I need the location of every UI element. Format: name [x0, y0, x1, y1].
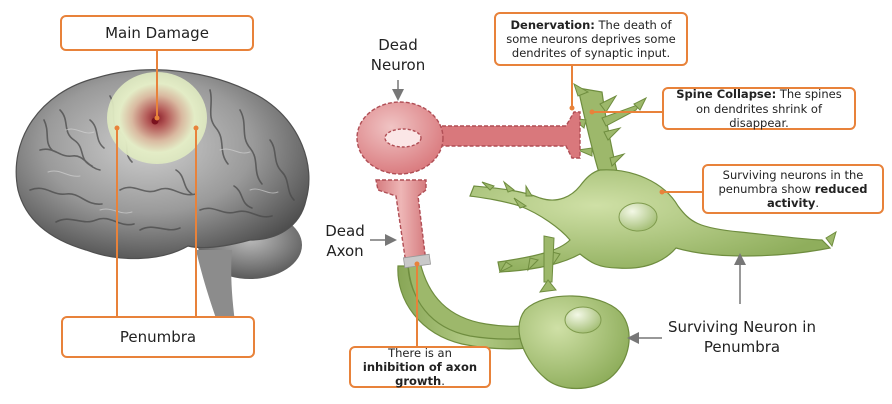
brain-illustration [15, 69, 310, 330]
brain-callout-lines [116, 51, 197, 316]
main-damage-text: Main Damage [105, 24, 209, 42]
denervation-text: The death of some neurons deprives some … [506, 17, 676, 60]
surviving-neuron-text-2: Penumbra [703, 337, 781, 356]
spine-collapse-text: The spines on dendrites shrink of disapp… [696, 87, 842, 130]
surviving-neuron-text-1: Surviving Neuron in [667, 318, 816, 336]
reduced-activity-text-1: Surviving neurons in the penumbra show [718, 167, 864, 196]
penumbra-text: Penumbra [119, 328, 197, 346]
spine-collapse-title: Spine Collapse: [676, 87, 777, 102]
axon-inhibition-text-2: . [441, 374, 445, 389]
penumbra-label: Penumbra [61, 316, 255, 358]
axon-inhibition-text-1: There is an [388, 345, 452, 360]
dead-axon-text-1: Dead [325, 222, 365, 240]
neuron-callout-lines [416, 66, 702, 346]
reduced-activity-callout: Surviving neurons in the penumbra show r… [702, 164, 884, 214]
dead-neuron-label: Dead Neuron [360, 36, 436, 75]
dead-neuron-text-2: Neuron [370, 55, 426, 74]
dead-axon-label: Dead Axon [318, 222, 372, 261]
reduced-activity-bold: reduced activity [766, 182, 868, 211]
dead-axon-text-2: Axon [326, 241, 364, 260]
pointer-arrows [370, 80, 746, 344]
main-damage-label: Main Damage [60, 15, 254, 51]
surviving-neurons [397, 82, 837, 389]
reduced-activity-text-2: . [815, 196, 820, 211]
dead-neuron-nucleus [384, 128, 422, 148]
denervation-title: Denervation: [510, 17, 595, 32]
axon-inhibition-bold: inhibition of axon growth [362, 360, 478, 389]
dead-neuron-text-1: Dead [378, 36, 418, 54]
surviving-neuron-label: Surviving Neuron in Penumbra [650, 318, 834, 357]
dead-neuron [356, 101, 581, 265]
axon-inhibition-callout: There is an inhibition of axon growth. [349, 346, 491, 388]
spine-collapse-callout: Spine Collapse: The spines on dendrites … [662, 87, 856, 130]
denervation-callout: Denervation: The death of some neurons d… [494, 12, 688, 66]
lower-neuron-nucleus [564, 306, 602, 334]
main-neuron-nucleus [618, 202, 658, 232]
